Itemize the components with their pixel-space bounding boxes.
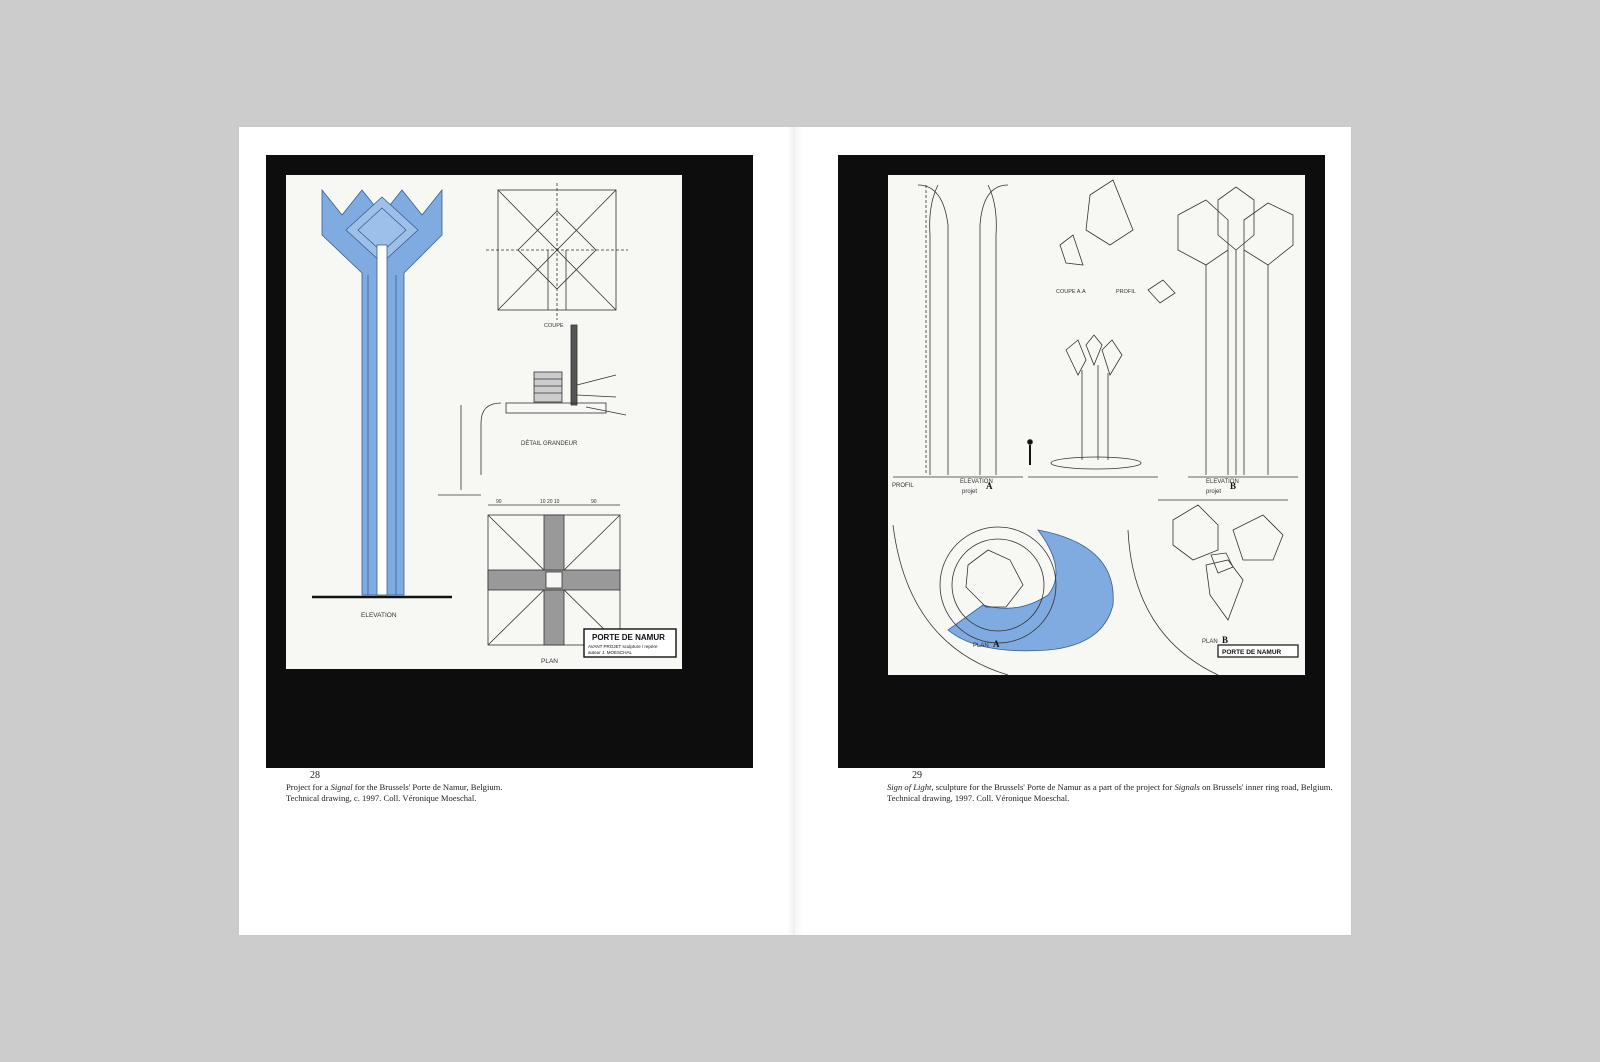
left-titleblock-line2: AVANT PROJET sculpture / repère xyxy=(588,644,658,649)
section-view xyxy=(486,183,628,320)
detail-view xyxy=(438,324,627,496)
left-technical-drawing: ELEVATION COUPE DÉTAIL GRANDEUR PLAN 90 … xyxy=(286,175,682,669)
plan-a-letter: A xyxy=(993,639,1000,649)
left-caption-post: for the Brussels' Porte de Namur, Belgiu… xyxy=(352,782,503,792)
left-caption-line2: Technical drawing, c. 1997. Coll. Véroni… xyxy=(286,793,477,803)
left-titleblock-title: PORTE DE NAMUR xyxy=(592,633,665,642)
elevation-a-letter: A xyxy=(986,481,993,491)
right-caption-post: on Brussels' inner ring road, Belgium. xyxy=(1199,782,1333,792)
elevation-column xyxy=(312,188,452,599)
profil-label: PROFIL xyxy=(892,483,914,489)
plan-b-label: PLAN xyxy=(1202,639,1218,645)
right-caption: Sign of Light, sculpture for the Brussel… xyxy=(887,782,1333,804)
right-caption-mid: , sculpture for the Brussels' Porte de N… xyxy=(931,782,1175,792)
profil-view xyxy=(893,184,1023,478)
elevation-b-sub: projet xyxy=(1206,489,1221,495)
coupe-label: COUPE A.A xyxy=(1056,289,1086,295)
section-a-view xyxy=(1059,179,1176,304)
plan-a-view xyxy=(892,524,1114,675)
left-caption-emphasis: Signal xyxy=(330,782,353,792)
elevation-b-label: ELEVATION xyxy=(1206,479,1239,485)
plan-a-label: PLAN xyxy=(973,643,989,649)
dim-1: 90 xyxy=(496,499,502,505)
left-caption: Project for a Signal for the Brussels' P… xyxy=(286,782,503,804)
elevation-a-sub: projet xyxy=(962,489,977,495)
small-elevation-view xyxy=(1028,334,1158,478)
right-technical-drawing: PROFIL ELEVATION projet A COUPE A.A PROF… xyxy=(888,175,1305,675)
right-caption-line2: Technical drawing, 1997. Coll. Véronique… xyxy=(887,793,1070,803)
right-drawing-svg: PROFIL ELEVATION projet A COUPE A.A PROF… xyxy=(892,179,1299,675)
left-drawing-svg: ELEVATION COUPE DÉTAIL GRANDEUR PLAN 90 … xyxy=(312,183,677,665)
left-title-block xyxy=(583,628,677,658)
plan-view xyxy=(487,504,621,646)
right-caption-emphasis-2: Signals xyxy=(1174,782,1200,792)
right-caption-line1: Sign of Light, sculpture for the Brussel… xyxy=(887,782,1333,793)
dim-2: 10 20 10 xyxy=(540,499,560,505)
section-label: COUPE xyxy=(544,323,564,329)
elevation-a-label: ELEVATION xyxy=(960,479,993,485)
elevation-b-view xyxy=(1177,186,1298,478)
plan-b-view xyxy=(1127,499,1288,675)
left-page-number: 28 xyxy=(310,770,320,781)
right-titleblock-title: PORTE DE NAMUR xyxy=(1222,649,1282,656)
plan-label: PLAN xyxy=(541,658,558,665)
right-caption-emphasis-1: Sign of Light xyxy=(887,782,932,792)
plan-b-letter: B xyxy=(1222,635,1228,645)
profil-label-2: PROFIL xyxy=(1116,289,1136,295)
book-gutter xyxy=(787,127,803,935)
left-caption-line1: Project for a Signal for the Brussels' P… xyxy=(286,782,503,793)
elevation-b-letter: B xyxy=(1230,481,1236,491)
elevation-label: ELEVATION xyxy=(361,612,397,619)
detail-label: DÉTAIL GRANDEUR xyxy=(521,440,578,447)
left-titleblock-line3: auteur J. MOESCHAL xyxy=(588,650,633,655)
right-page-number: 29 xyxy=(912,770,922,781)
left-caption-pre: Project for a xyxy=(286,782,331,792)
dim-3: 90 xyxy=(591,499,597,505)
right-title-block xyxy=(1217,644,1299,658)
